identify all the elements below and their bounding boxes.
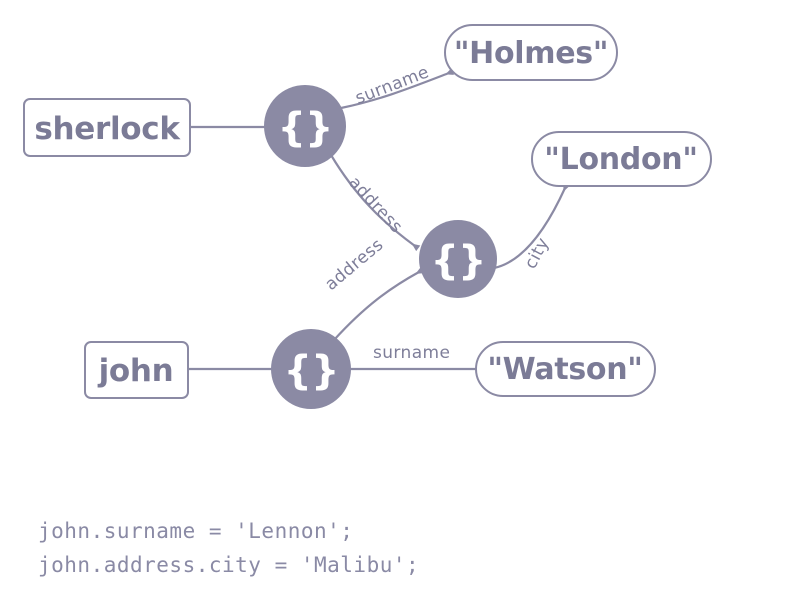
- value-london[interactable]: "London": [531, 131, 712, 187]
- code-line-1: john.surname = 'Lennon';: [38, 519, 353, 543]
- variable-john[interactable]: john: [84, 341, 189, 399]
- object-node-sherlock-circle[interactable]: [264, 85, 346, 167]
- variable-john-label: john: [97, 353, 174, 389]
- code-line-2: john.address.city = 'Malibu';: [38, 553, 419, 577]
- object-node-john[interactable]: {}: [271, 329, 351, 409]
- edge-john-address-path: [333, 267, 425, 341]
- edge-label-sherlock-address: address: [344, 173, 406, 238]
- variable-john-box[interactable]: [84, 341, 189, 399]
- value-watson[interactable]: "Watson": [475, 341, 656, 397]
- value-london-pill[interactable]: [531, 131, 712, 187]
- code-snippet: john.surname = 'Lennon'; john.address.ci…: [38, 519, 419, 577]
- value-holmes-label: "Holmes": [454, 36, 608, 71]
- variable-sherlock[interactable]: sherlock: [23, 98, 191, 157]
- edges-layer: [188, 68, 570, 373]
- edge-label-john-address: address: [321, 235, 387, 295]
- variable-sherlock-box[interactable]: [23, 98, 191, 157]
- value-london-label: "London": [544, 142, 697, 177]
- value-watson-pill[interactable]: [475, 341, 656, 397]
- object-node-address-circle[interactable]: [419, 220, 497, 298]
- object-node-john-glyph: {}: [284, 348, 339, 394]
- value-watson-label: "Watson": [487, 352, 642, 387]
- value-holmes-pill[interactable]: [444, 24, 618, 81]
- object-node-sherlock-glyph: {}: [278, 105, 333, 151]
- object-node-sherlock[interactable]: {}: [264, 85, 346, 167]
- variable-sherlock-label: sherlock: [34, 111, 181, 147]
- edge-label-john-surname: surname: [373, 343, 450, 363]
- edge-label-address-city: city: [521, 234, 554, 272]
- edge-sherlock-address-path: [330, 154, 421, 252]
- value-holmes[interactable]: "Holmes": [444, 24, 618, 81]
- object-node-address-glyph: {}: [431, 238, 486, 284]
- object-node-john-circle[interactable]: [271, 329, 351, 409]
- edge-label-sherlock-surname: surname: [353, 62, 432, 108]
- edge-address-city-path: [493, 182, 570, 270]
- edge-sherlock-surname-path: [340, 68, 454, 110]
- object-node-address[interactable]: {}: [419, 220, 497, 298]
